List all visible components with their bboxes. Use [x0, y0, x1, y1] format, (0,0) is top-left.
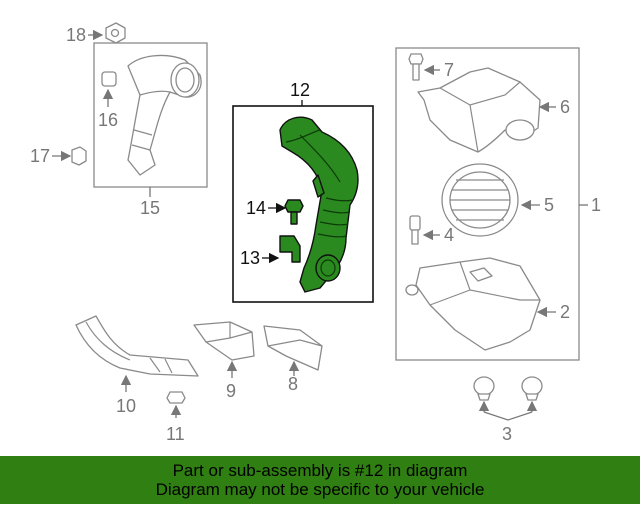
callout-11: 11 — [166, 424, 185, 444]
part-11[interactable]: 11 — [166, 391, 186, 444]
part-14[interactable]: 14 — [246, 198, 304, 225]
highlight-box-12 — [232, 105, 374, 303]
part-6-upper-housing[interactable]: 6 — [417, 67, 570, 153]
callout-group-15: 15 — [140, 187, 160, 218]
part-12-intake-hose[interactable] — [279, 116, 359, 293]
callout-18: 18 — [66, 25, 86, 45]
callout-3: 3 — [502, 424, 512, 444]
callout-15: 15 — [140, 198, 160, 218]
callout-9: 9 — [226, 381, 236, 401]
part-10-duct[interactable]: 10 — [75, 315, 199, 416]
resonator-duct — [127, 54, 202, 176]
callout-14: 14 — [246, 198, 266, 218]
callout-12: 12 — [290, 80, 310, 100]
part-18[interactable]: 18 — [66, 22, 126, 45]
callout-2: 2 — [560, 302, 570, 322]
part-7[interactable]: 7 — [408, 53, 454, 81]
part-17[interactable]: 17 — [30, 146, 87, 166]
part-4[interactable]: 4 — [409, 215, 454, 245]
group-box-1 — [395, 47, 580, 361]
part-13[interactable]: 13 — [240, 235, 301, 268]
callout-5: 5 — [544, 195, 554, 215]
part-3-grommets[interactable]: 3 — [473, 376, 543, 444]
part-9-deflector[interactable]: 9 — [193, 321, 255, 401]
callout-16: 16 — [98, 110, 118, 130]
part-16[interactable]: 16 — [98, 71, 118, 130]
banner-line-1: Part or sub-assembly is #12 in diagram — [172, 461, 468, 480]
callout-1: 1 — [591, 195, 601, 215]
callout-4: 4 — [444, 225, 454, 245]
part-8-deflector[interactable]: 8 — [263, 325, 323, 394]
callout-6: 6 — [560, 97, 570, 117]
callout-group-12: 12 — [290, 80, 310, 106]
callout-7: 7 — [444, 60, 454, 80]
info-banner: Part or sub-assembly is #12 in diagram D… — [0, 456, 640, 504]
banner-line-2: Diagram may not be specific to your vehi… — [155, 480, 485, 499]
callout-10: 10 — [116, 396, 136, 416]
part-2-lower-housing[interactable]: 2 — [405, 257, 570, 351]
part-5-filter[interactable]: 5 — [441, 163, 554, 237]
callout-group-1: 1 — [579, 195, 601, 215]
callout-13: 13 — [240, 248, 260, 268]
callout-8: 8 — [288, 374, 298, 394]
parts-diagram: 18 16 15 17 12 — [30, 22, 601, 444]
callout-17: 17 — [30, 146, 50, 166]
